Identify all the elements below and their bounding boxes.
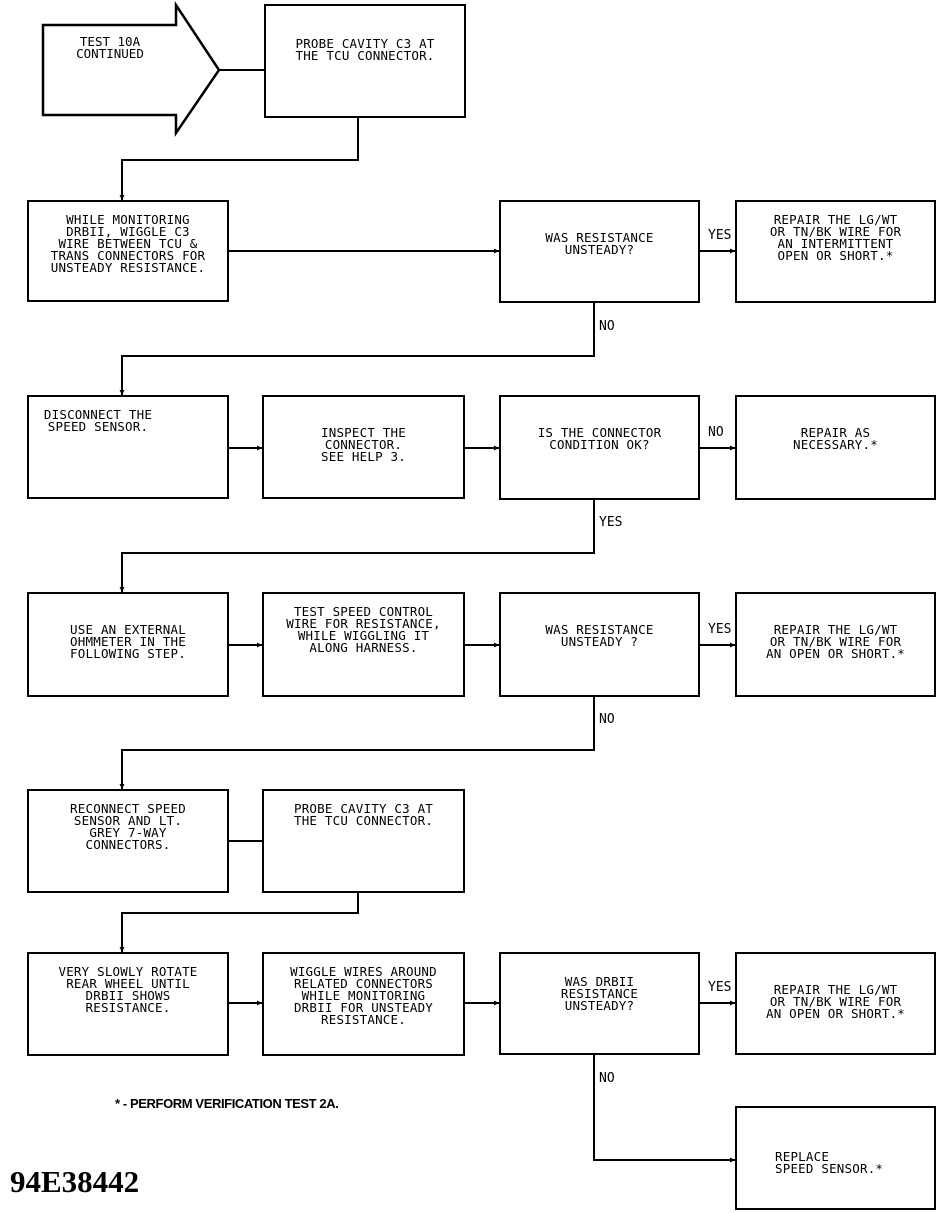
replace-sensor-text: REPLACE SPEED SENSOR.* bbox=[775, 1149, 884, 1176]
yes-label: YES bbox=[599, 515, 623, 530]
inspect-connector-box: INSPECT THE CONNECTOR. SEE HELP 3. bbox=[262, 395, 465, 499]
drbii-unsteady-decision: WAS DRBII RESISTANCE UNSTEADY? bbox=[499, 952, 700, 1055]
resistance-unsteady-decision: WAS RESISTANCE UNSTEADY? bbox=[499, 200, 700, 303]
rotate-wheel-text: VERY SLOWLY ROTATE REAR WHEEL UNTIL DRBI… bbox=[58, 964, 198, 1015]
rotate-wheel-box: VERY SLOWLY ROTATE REAR WHEEL UNTIL DRBI… bbox=[27, 952, 229, 1056]
start-label: TEST 10A CONTINUED bbox=[76, 34, 144, 61]
repair-open-short-box-2: REPAIR THE LG/WT OR TN/BK WIRE FOR AN OP… bbox=[735, 952, 936, 1055]
test-speed-control-text: TEST SPEED CONTROL WIRE FOR RESISTANCE, … bbox=[286, 604, 441, 655]
no-label: NO bbox=[708, 425, 724, 440]
replace-sensor-box: REPLACE SPEED SENSOR.* bbox=[735, 1106, 936, 1210]
disconnect-sensor-box: DISCONNECT THE SPEED SENSOR. bbox=[27, 395, 229, 499]
probe-cavity-text-2: PROBE CAVITY C3 AT THE TCU CONNECTOR. bbox=[293, 801, 434, 828]
repair-intermittent-box: REPAIR THE LG/WT OR TN/BK WIRE FOR AN IN… bbox=[735, 200, 936, 303]
connector-ok-text: IS THE CONNECTOR CONDITION OK? bbox=[537, 425, 662, 452]
wiggle-related-box: WIGGLE WIRES AROUND RELATED CONNECTORS W… bbox=[262, 952, 465, 1056]
verification-footnote: * - PERFORM VERIFICATION TEST 2A. bbox=[115, 1096, 339, 1111]
external-ohmmeter-box: USE AN EXTERNAL OHMMETER IN THE FOLLOWIN… bbox=[27, 592, 229, 697]
resistance-unsteady-text: WAS RESISTANCE UNSTEADY? bbox=[545, 230, 654, 257]
yes-label: YES bbox=[708, 228, 732, 243]
no-label: NO bbox=[599, 319, 615, 334]
reconnect-sensor-box: RECONNECT SPEED SENSOR AND LT. GREY 7-WA… bbox=[27, 789, 229, 893]
repair-open-short-box: REPAIR THE LG/WT OR TN/BK WIRE FOR AN OP… bbox=[735, 592, 936, 697]
connector-ok-decision: IS THE CONNECTOR CONDITION OK? bbox=[499, 395, 700, 500]
repair-open-short-text-2: REPAIR THE LG/WT OR TN/BK WIRE FOR AN OP… bbox=[765, 982, 906, 1021]
figure-id: 94E38442 bbox=[10, 1164, 140, 1199]
no-label: NO bbox=[599, 712, 615, 727]
wiggle-related-text: WIGGLE WIRES AROUND RELATED CONNECTORS W… bbox=[290, 964, 437, 1027]
external-ohmmeter-text: USE AN EXTERNAL OHMMETER IN THE FOLLOWIN… bbox=[70, 622, 186, 661]
wiggle-c3-box: WHILE MONITORING DRBII, WIGGLE C3 WIRE B… bbox=[27, 200, 229, 302]
probe-cavity-text: PROBE CAVITY C3 AT THE TCU CONNECTOR. bbox=[295, 36, 435, 63]
no-label: NO bbox=[599, 1071, 615, 1086]
yes-label: YES bbox=[708, 980, 732, 995]
probe-cavity-box-2: PROBE CAVITY C3 AT THE TCU CONNECTOR. bbox=[262, 789, 465, 893]
repair-necessary-text: REPAIR AS NECESSARY.* bbox=[793, 425, 878, 452]
drbii-unsteady-text: WAS DRBII RESISTANCE UNSTEADY? bbox=[560, 974, 639, 1013]
start-arrow-shape bbox=[41, 0, 221, 138]
inspect-connector-text: INSPECT THE CONNECTOR. SEE HELP 3. bbox=[321, 425, 406, 464]
repair-intermittent-text: REPAIR THE LG/WT OR TN/BK WIRE FOR AN IN… bbox=[769, 212, 902, 263]
reconnect-sensor-text: RECONNECT SPEED SENSOR AND LT. GREY 7-WA… bbox=[70, 801, 186, 852]
repair-necessary-box: REPAIR AS NECESSARY.* bbox=[735, 395, 936, 500]
yes-label: YES bbox=[708, 622, 732, 637]
resistance-unsteady-decision-2: WAS RESISTANCE UNSTEADY ? bbox=[499, 592, 700, 697]
probe-cavity-box: PROBE CAVITY C3 AT THE TCU CONNECTOR. bbox=[264, 4, 466, 118]
resistance-unsteady-text-2: WAS RESISTANCE UNSTEADY ? bbox=[545, 622, 654, 649]
disconnect-sensor-text: DISCONNECT THE SPEED SENSOR. bbox=[43, 407, 153, 434]
test-speed-control-box: TEST SPEED CONTROL WIRE FOR RESISTANCE, … bbox=[262, 592, 465, 697]
wiggle-c3-text: WHILE MONITORING DRBII, WIGGLE C3 WIRE B… bbox=[50, 212, 206, 275]
repair-open-short-text: REPAIR THE LG/WT OR TN/BK WIRE FOR AN OP… bbox=[765, 622, 906, 661]
